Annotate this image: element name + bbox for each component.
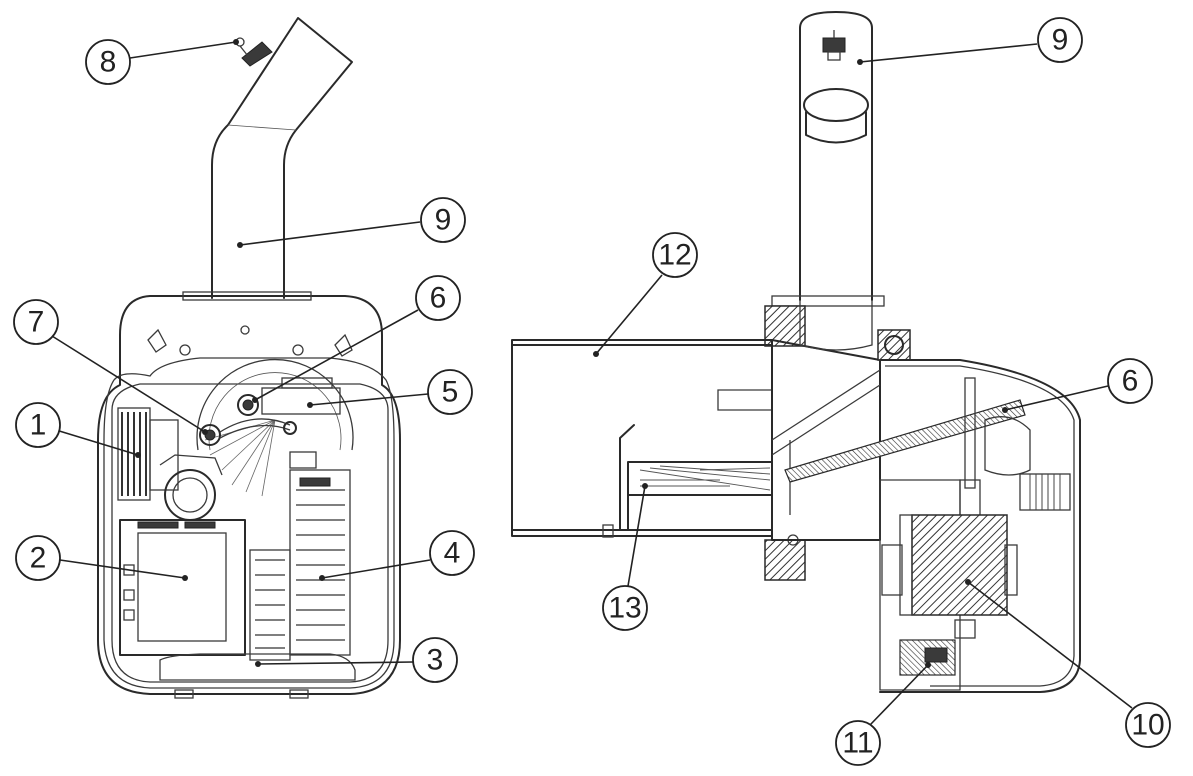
callout-7: 7 bbox=[13, 299, 208, 435]
callout-9-side: 9 bbox=[857, 17, 1083, 65]
svg-text:8: 8 bbox=[100, 46, 117, 79]
gear-unit bbox=[899, 639, 956, 676]
callout-6-side: 6 bbox=[1002, 358, 1153, 413]
callout-12: 12 bbox=[593, 232, 698, 357]
callout-8: 8 bbox=[85, 39, 239, 85]
side-section-view bbox=[511, 11, 1081, 693]
fan-wheel bbox=[196, 358, 354, 497]
callout-9-front: 9 bbox=[237, 197, 466, 248]
callout-5: 5 bbox=[307, 369, 473, 415]
svg-text:11: 11 bbox=[842, 727, 873, 760]
callout-2: 2 bbox=[15, 535, 188, 581]
vertical-air-pipe bbox=[799, 11, 873, 301]
front-view bbox=[97, 17, 401, 699]
feeder-motor bbox=[899, 514, 1018, 639]
callout-4: 4 bbox=[319, 530, 475, 581]
callout-11: 11 bbox=[835, 662, 931, 766]
svg-text:4: 4 bbox=[444, 537, 461, 570]
svg-text:1: 1 bbox=[30, 409, 47, 442]
svg-text:3: 3 bbox=[427, 644, 444, 677]
burner-body bbox=[771, 300, 1026, 541]
callout-1: 1 bbox=[15, 402, 141, 458]
motor bbox=[117, 407, 179, 501]
svg-text:9: 9 bbox=[435, 204, 452, 237]
svg-text:5: 5 bbox=[442, 376, 459, 409]
callouts: 1 2 3 4 5 bbox=[13, 17, 1171, 766]
callout-3: 3 bbox=[255, 637, 458, 683]
pipe-flange bbox=[764, 295, 885, 581]
svg-text:2: 2 bbox=[30, 542, 47, 575]
rear-housing bbox=[879, 359, 1081, 693]
burner-housing bbox=[97, 291, 401, 699]
svg-text:6: 6 bbox=[1122, 365, 1139, 398]
control-unit bbox=[119, 519, 246, 656]
callout-6: 6 bbox=[252, 275, 461, 403]
terminal-block bbox=[249, 469, 351, 661]
svg-text:9: 9 bbox=[1052, 24, 1069, 57]
svg-text:10: 10 bbox=[1131, 709, 1164, 742]
pressure-switch-assembly bbox=[199, 377, 341, 446]
svg-text:13: 13 bbox=[608, 592, 641, 625]
svg-text:7: 7 bbox=[28, 306, 45, 339]
callout-13: 13 bbox=[602, 483, 648, 631]
svg-text:6: 6 bbox=[430, 282, 447, 315]
base-plate bbox=[159, 653, 356, 681]
callout-10: 10 bbox=[965, 579, 1171, 748]
burn-grate bbox=[602, 424, 773, 538]
capacitor bbox=[159, 451, 317, 521]
svg-text:12: 12 bbox=[658, 239, 691, 272]
angled-air-pipe bbox=[211, 17, 353, 299]
